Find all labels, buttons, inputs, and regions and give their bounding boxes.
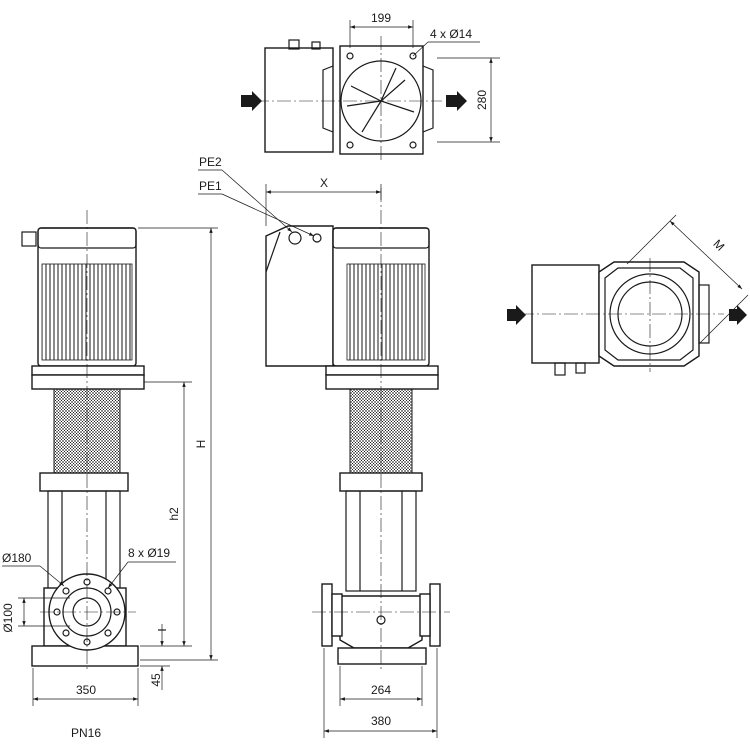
middle-motor-flange [325,374,439,390]
dim-base-width-left: 350 [76,683,96,697]
fan-blades [346,67,415,133]
inlet-flange [321,583,333,647]
middle-side-view: X PE2 PE1 264 380 [198,155,450,738]
outlet-flange [429,583,441,647]
dim-bolt-holes-flange: 8 x Ø19 [128,546,170,560]
dim-base-height: 45 [149,673,163,687]
cable-gland-icon [21,231,37,247]
cable-gland-icon [311,41,321,50]
dim-m: M [710,237,727,254]
outlet-arrow-icon [446,91,467,111]
pressure-class-label: PN16 [71,726,101,740]
dim-flange-span: 380 [371,714,391,728]
right-top-view: M [507,214,749,376]
pe1-label: PE1 [199,179,222,193]
terminal-box [265,225,334,367]
pe1-terminal-icon [312,233,322,243]
left-stage-top [39,472,129,492]
dim-overall-height: H [194,440,208,449]
left-front-view: H h2 45 Ø180 8 x Ø19 Ø100 350 PN16 [1,210,218,740]
left-lantern-top [31,365,145,376]
dim-h2: h2 [167,507,181,521]
dim-x: X [320,176,328,190]
middle-base-plate [337,647,427,665]
dim-flange-outer: Ø180 [2,551,32,565]
right-outlet-arrow-icon [729,305,747,325]
cable-gland-icon [575,362,586,374]
cable-gland-icon [288,39,300,50]
top-terminal-box [264,47,334,153]
pe2-terminal-icon [288,231,302,245]
top-view: 199 4 x Ø14 280 [241,11,500,160]
inlet-arrow-icon [241,91,262,111]
dim-base-width-mid: 264 [371,683,391,697]
left-motor-flange [31,374,145,390]
dim-top-bolt-holes: 4 x Ø14 [430,27,472,41]
dim-nominal-diameter: Ø100 [1,603,15,633]
cable-gland-icon [554,362,566,376]
pe2-label: PE2 [199,155,222,169]
right-inlet-arrow-icon [507,305,526,325]
top-outlet-flange [422,65,434,133]
dim-top-depth: 280 [475,90,489,110]
top-inlet-flange [322,65,334,133]
dim-top-width: 199 [371,11,391,25]
